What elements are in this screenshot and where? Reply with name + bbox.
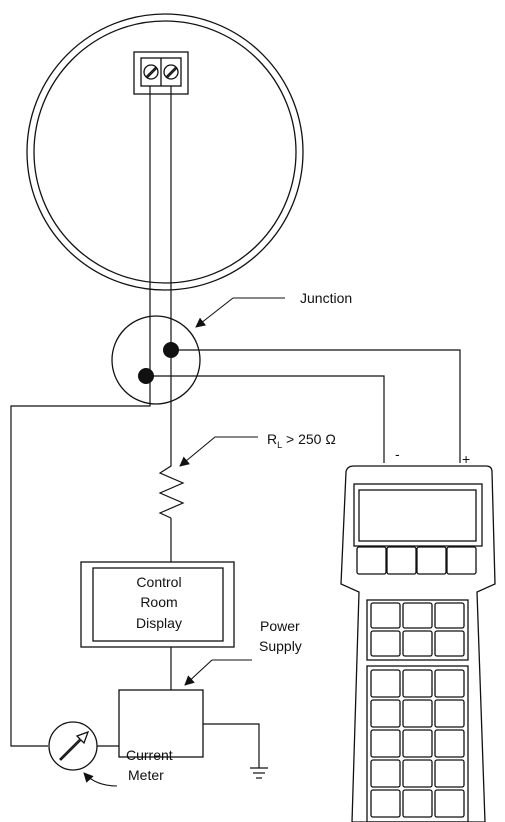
upper-keypad-keys (370, 602, 465, 657)
power-supply-label-line2: Supply (259, 638, 302, 654)
power-supply-label-line1: Power (260, 618, 300, 634)
minus-terminal-label: - (395, 446, 400, 462)
terminal-block (133, 51, 189, 95)
current-meter (48, 721, 98, 771)
resistor-symbol (158, 460, 185, 519)
communicator-screen (358, 489, 477, 542)
junction-pointer-arrow-head (195, 297, 234, 328)
lower-keypad-frame (366, 665, 469, 822)
wire-to-minus (146, 375, 385, 463)
function-keys (356, 546, 477, 575)
current-meter-label-line1: Current (126, 747, 173, 763)
lower-keypad-keys (370, 669, 465, 818)
junction-dot-right (163, 342, 179, 358)
current-meter-pointer-arrow (83, 772, 118, 787)
plus-terminal-label: + (462, 451, 470, 467)
display-label-line1: Control (136, 574, 181, 590)
wire-loop-left (10, 375, 151, 747)
handheld-communicator (340, 465, 496, 822)
junction-label: Junction (300, 290, 352, 306)
communicator-body (340, 465, 496, 822)
control-room-display (80, 561, 235, 648)
transmitter-inner-ring (33, 20, 297, 284)
wire-to-plus (171, 349, 461, 463)
power-supply-pointer-arrow (184, 659, 213, 686)
wire-supply-to-ground (203, 723, 260, 768)
transmitter-outer-ring (26, 13, 304, 291)
power-supply-box (118, 689, 204, 758)
wires (10, 86, 461, 768)
resistor-pointer-arrow (179, 436, 216, 467)
display-label-line2: Room (140, 594, 177, 610)
transmitter (26, 13, 304, 291)
meter-needle-icon (59, 730, 90, 761)
upper-keypad-frame (366, 599, 469, 661)
screw-left-icon (143, 64, 159, 80)
display-label-line3: Display (136, 615, 182, 631)
current-meter-label-line2: Meter (128, 767, 164, 783)
junction-circle (111, 315, 201, 405)
communicator-screen-bezel (353, 483, 483, 547)
ground-icon (250, 767, 268, 779)
resistor-label: RL > 250 Ω (267, 431, 336, 450)
junction-dot-left (138, 368, 154, 384)
screw-right-icon (163, 64, 179, 80)
junction (111, 315, 201, 405)
